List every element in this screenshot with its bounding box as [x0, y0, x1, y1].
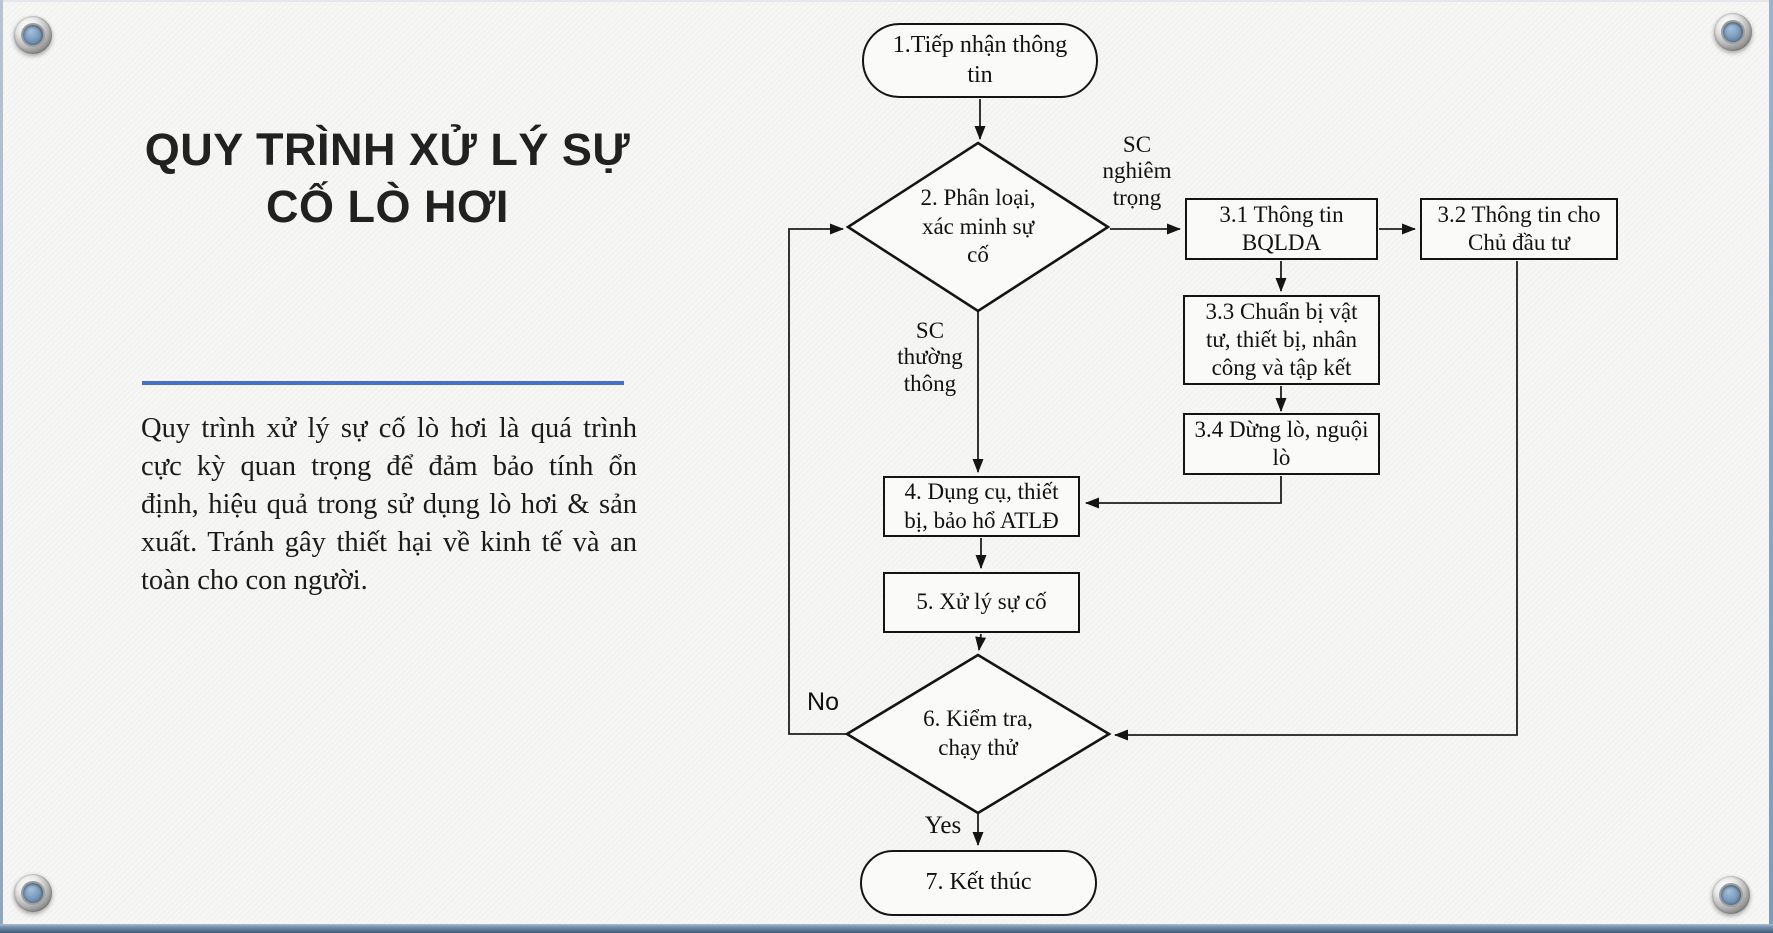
node-decision-2-label: 2. Phân loại, xác minh sự cố: [920, 184, 1036, 268]
node-4-label: 4. Dụng cụ, thiết bị, bảo hổ ATLĐ: [904, 479, 1059, 533]
node-3-2-label: 3.2 Thông tin cho Chủ đầu tư: [1437, 201, 1601, 255]
node-3-4-label: 3.4 Dừng lò, nguội lò: [1194, 416, 1369, 470]
node-3-2: 3.2 Thông tin cho Chủ đầu tư: [1420, 198, 1618, 260]
decision-2-shape: [845, 141, 1111, 313]
node-5-label: 5. Xử lý sự cố: [916, 589, 1047, 615]
grommet-icon: [1712, 876, 1750, 914]
edge-label-yes: Yes: [924, 812, 962, 839]
description-paragraph: Quy trình xử lý sự cố lò hơi là quá trìn…: [141, 413, 637, 596]
node-decision-6-label: 6. Kiểm tra, chạy thử: [923, 706, 1033, 760]
node-3-1: 3.1 Thông tin BQLDA: [1185, 198, 1378, 260]
slide-left-edge: [0, 0, 3, 933]
edge-label-no: No: [807, 688, 839, 716]
edge-6-no-to-2: [788, 223, 846, 735]
decision-6-shape: [844, 653, 1112, 815]
node-4: 4. Dụng cụ, thiết bị, bảo hổ ATLĐ: [883, 476, 1080, 537]
edge-label-serious: SC nghiêm trọng: [1102, 132, 1172, 210]
grommet-icon: [14, 874, 52, 912]
node-3-4: 3.4 Dừng lò, nguội lò: [1183, 413, 1380, 475]
node-3-3: 3.3 Chuẩn bị vật tư, thiết bị, nhân công…: [1183, 295, 1380, 385]
edge-5-to-6: [975, 633, 987, 651]
grommet-icon: [1714, 13, 1752, 51]
node-3-3-label: 3.3 Chuẩn bị vật tư, thiết bị, nhân công…: [1205, 298, 1358, 381]
node-3-1-label: 3.1 Thông tin BQLDA: [1219, 201, 1344, 255]
title-divider: [142, 381, 624, 385]
node-start: 1.Tiếp nhận thông tin: [862, 23, 1098, 98]
node-start-label: 1.Tiếp nhận thông tin: [892, 32, 1068, 88]
edge-34-to-4: [1085, 476, 1282, 509]
slide-right-edge: [1769, 0, 1773, 933]
edge-label-normal: SC thường thông: [897, 318, 963, 396]
page-title: QUY TRÌNH XỬ LÝ SỰ CỐ LÒ HƠI: [144, 124, 631, 232]
grommet-icon: [14, 16, 52, 54]
node-5: 5. Xử lý sự cố: [883, 572, 1080, 633]
edge-32-to-6: [1114, 261, 1518, 741]
node-end: 7. Kết thúc: [860, 850, 1097, 916]
slide-bottom-bar: [0, 924, 1773, 933]
node-end-label: 7. Kết thúc: [925, 869, 1032, 896]
slide-top-edge: [0, 0, 1773, 2]
